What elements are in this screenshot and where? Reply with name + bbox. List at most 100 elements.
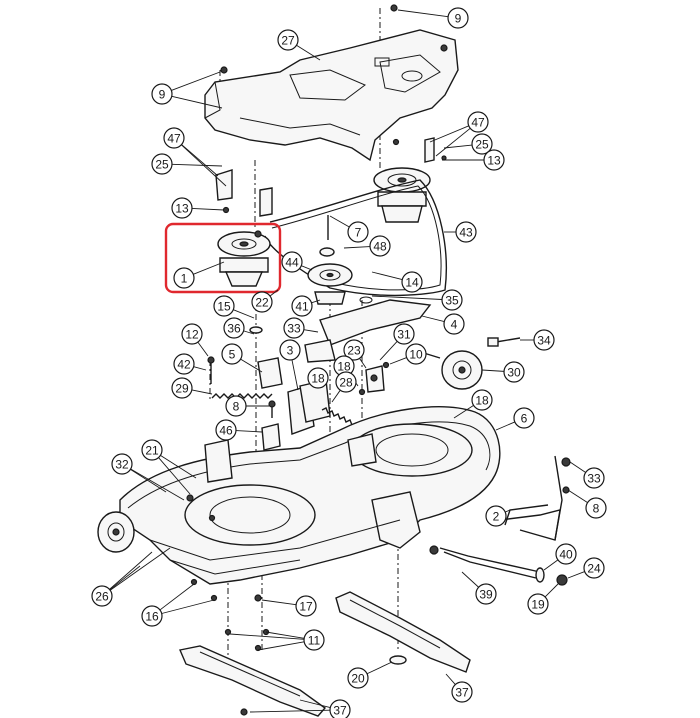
- callout-leader: [311, 299, 321, 304]
- callout-leader: [371, 271, 403, 281]
- callout-c9b: 9: [151, 71, 223, 109]
- callout-number: 34: [537, 334, 551, 348]
- callout-number: 18: [475, 394, 489, 408]
- callout-leader: [109, 565, 141, 591]
- callout-circle: [451, 681, 473, 703]
- callout-leader: [443, 144, 473, 149]
- callout-circle: [303, 629, 325, 651]
- highlighted-spindle-pulley: [217, 230, 271, 287]
- callout-c31: 31: [379, 323, 415, 361]
- callout-leader: [366, 661, 393, 675]
- callout-leader: [397, 9, 449, 18]
- callout-c8a: 8: [225, 395, 270, 417]
- callout-c12: 12: [181, 323, 209, 357]
- callout-c10: 10: [389, 343, 427, 365]
- callout-number: 27: [281, 34, 295, 48]
- deck-shell: [119, 406, 501, 585]
- callout-circle: [283, 317, 305, 339]
- callout-c39: 39: [461, 571, 497, 605]
- callout-number: 22: [255, 296, 269, 310]
- callout-c27: 27: [277, 29, 321, 61]
- callout-number: 20: [351, 672, 365, 686]
- callout-leader: [301, 265, 313, 271]
- callout-leader: [543, 559, 559, 571]
- callout-leader: [235, 430, 263, 433]
- callout-c1: 1: [173, 261, 225, 289]
- callout-number: 35: [445, 294, 459, 308]
- callout-c37b: 37: [445, 673, 473, 703]
- callout-number: 7: [355, 226, 362, 240]
- callout-c2: 2: [485, 505, 511, 527]
- callout-circle: [401, 271, 423, 293]
- callout-c33b: 33: [569, 461, 605, 489]
- callout-c30: 30: [481, 361, 525, 383]
- callout-circle: [475, 583, 497, 605]
- callout-circle: [221, 343, 243, 365]
- callout-c40: 40: [543, 543, 577, 571]
- callout-leader: [331, 389, 341, 403]
- callout-leader: [197, 341, 209, 357]
- center-idler-pulley: [307, 215, 353, 305]
- callout-leader: [495, 421, 515, 431]
- callout-number: 33: [287, 322, 301, 336]
- mower-blades: [179, 591, 471, 717]
- callout-circle: [455, 221, 477, 243]
- callout-number: 14: [405, 276, 419, 290]
- callout-leader: [193, 366, 207, 371]
- callout-number: 37: [455, 686, 469, 700]
- callout-number: 37: [333, 704, 347, 718]
- callout-leader: [159, 583, 195, 611]
- callout-leader: [158, 457, 191, 495]
- callout-circle: [329, 699, 351, 718]
- callout-c25b: 25: [443, 133, 493, 155]
- callout-number: 18: [337, 360, 351, 374]
- callout-circle: [369, 235, 391, 257]
- callout-number: 25: [155, 158, 169, 172]
- callout-circle: [467, 111, 489, 133]
- callout-circle: [585, 497, 607, 519]
- callout-leader: [567, 489, 588, 503]
- callout-number: 40: [559, 548, 573, 562]
- callout-c24: 24: [567, 557, 605, 579]
- callout-c14: 14: [371, 271, 423, 293]
- callout-circle: [281, 251, 303, 273]
- callout-leader: [249, 709, 331, 713]
- callout-c18c: 18: [453, 389, 493, 419]
- callout-leader: [329, 215, 350, 228]
- callout-leader: [161, 599, 215, 614]
- deck-cover: [204, 29, 459, 162]
- callout-c47b: 47: [429, 111, 489, 157]
- callout-number: 47: [471, 116, 485, 130]
- right-spindle-pulley: [373, 137, 447, 223]
- callout-circle: [393, 323, 415, 345]
- callout-number: 29: [175, 382, 189, 396]
- callout-leader: [435, 127, 471, 157]
- callout-c32: 32: [111, 453, 185, 501]
- callout-leader: [296, 44, 321, 61]
- callout-leader: [389, 357, 407, 365]
- callout-c44: 44: [281, 251, 313, 273]
- callout-number: 11: [308, 634, 321, 648]
- callout-leader: [181, 144, 219, 177]
- callout-c36: 36: [223, 317, 255, 339]
- callout-number: 48: [373, 240, 387, 254]
- callout-c9a: 9: [397, 7, 469, 29]
- callout-number: 6: [521, 412, 528, 426]
- callout-circle: [307, 367, 329, 389]
- callout-c15: 15: [213, 295, 255, 319]
- callout-number: 15: [217, 300, 231, 314]
- callout-c19: 19: [527, 583, 559, 615]
- callout-circle: [471, 133, 493, 155]
- callout-number: 19: [531, 598, 545, 612]
- callout-number: 26: [95, 590, 109, 604]
- callout-leader: [171, 95, 223, 109]
- callout-circle: [503, 361, 525, 383]
- callout-circle: [405, 343, 427, 365]
- callout-leader: [544, 583, 559, 598]
- callout-circle: [533, 329, 555, 351]
- callout-leader: [453, 405, 474, 419]
- callout-c26: 26: [91, 547, 171, 607]
- callout-circle: [485, 505, 507, 527]
- highlight-box: [164, 222, 282, 294]
